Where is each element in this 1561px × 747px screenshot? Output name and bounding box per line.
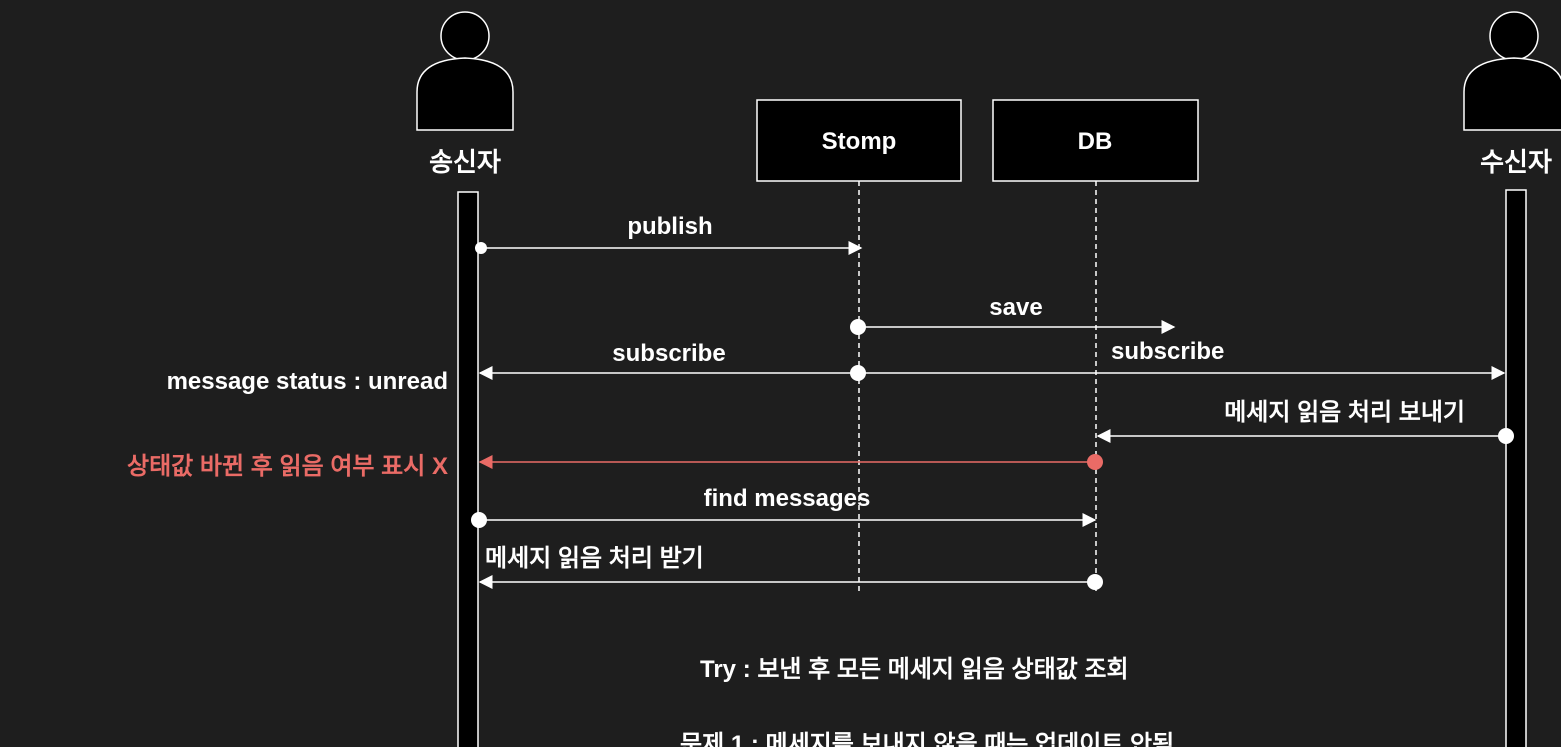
read-receive-label: 메세지 읽음 처리 받기 [485,545,704,572]
problem-note: 문제 1 : 메세지를 보내지 않을 때는 업데이트 안됨 [680,731,1174,747]
receiver-actor-icon [1463,11,1561,131]
publish-label: publish [627,213,712,240]
save-label: save [989,294,1042,321]
message-status-note: message status : unread [167,368,448,395]
stomp-box [756,99,962,182]
save-start-dot [850,319,866,335]
db-box [992,99,1199,182]
sender-activation-bar [457,191,479,747]
sender-actor-icon [416,11,514,131]
find-messages-start-dot [471,512,487,528]
try-note: Try : 보낸 후 모든 메세지 읽음 상태값 조회 [700,656,1129,683]
subscribe-right-label: subscribe [1111,338,1224,365]
sender-label: 송신자 [429,147,501,177]
db-label: DB [1078,128,1113,155]
read-receive-start-dot [1087,574,1103,590]
subscribe-start-dot [850,365,866,381]
read-send-label: 메세지 읽음 처리 보내기 [1224,399,1465,426]
subscribe-left-label: subscribe [612,340,725,367]
issue-note: 상태값 바뀐 후 읽음 여부 표시 X [127,453,448,480]
find-messages-label: find messages [704,485,871,512]
stomp-label: Stomp [822,128,897,155]
receiver-label: 수신자 [1480,147,1552,177]
publish-start-dot [475,242,487,254]
receiver-activation-bar [1505,189,1527,747]
issue-start-dot [1087,454,1103,470]
read-send-start-dot [1498,428,1514,444]
